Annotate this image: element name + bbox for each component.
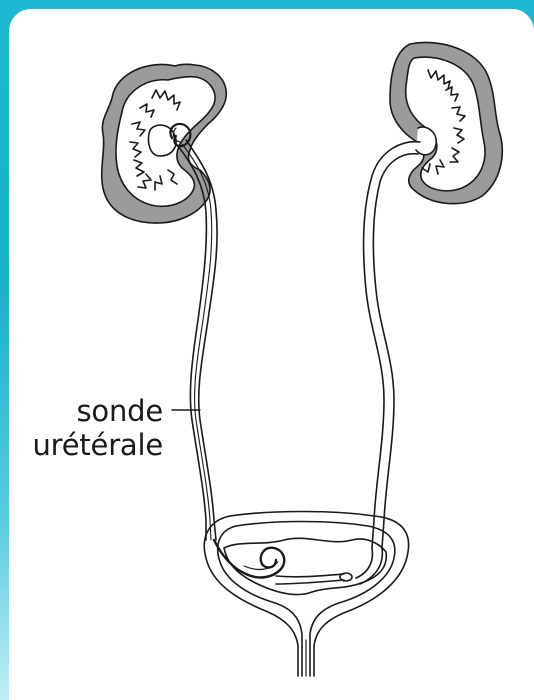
bladder-mucosa [224,538,386,594]
ureteral-probe-label-line2: urétérale [30,428,163,462]
right-kidney [390,42,502,203]
bladder-inner [218,526,302,676]
right-ureter [364,142,420,548]
left-kidney [102,64,227,223]
ureteral-probe-label-line1: sonde [30,394,163,428]
bladder [204,512,408,677]
